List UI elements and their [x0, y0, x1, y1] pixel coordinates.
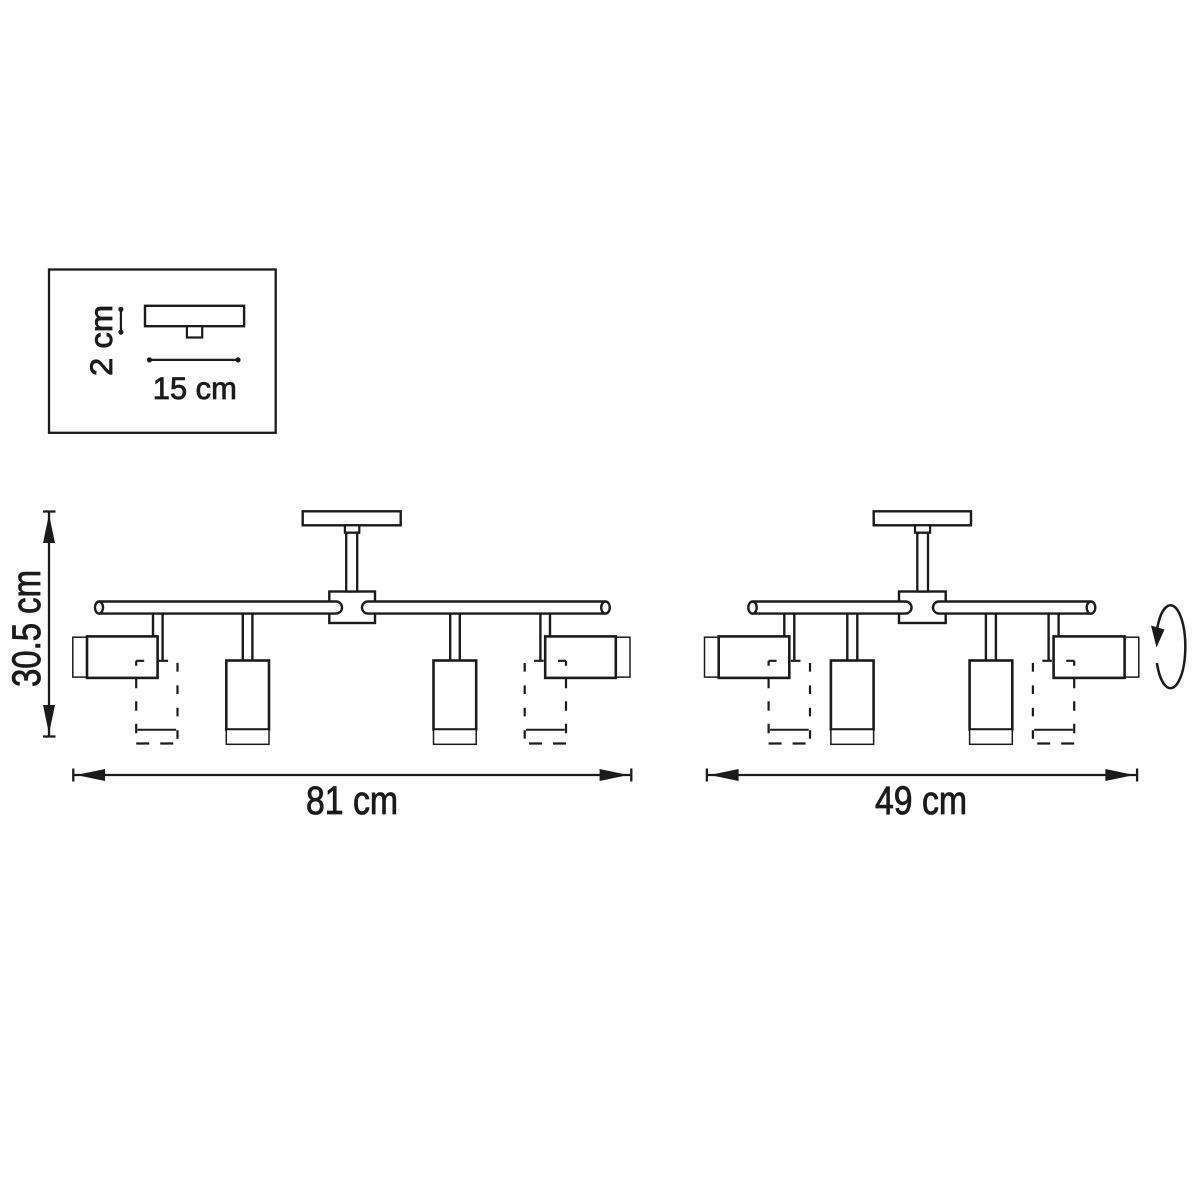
svg-text:2 cm: 2 cm	[83, 305, 119, 376]
svg-text:81 cm: 81 cm	[306, 779, 398, 823]
svg-text:30.5 cm: 30.5 cm	[5, 570, 49, 687]
svg-text:15 cm: 15 cm	[153, 370, 237, 406]
svg-text:49 cm: 49 cm	[875, 779, 967, 823]
